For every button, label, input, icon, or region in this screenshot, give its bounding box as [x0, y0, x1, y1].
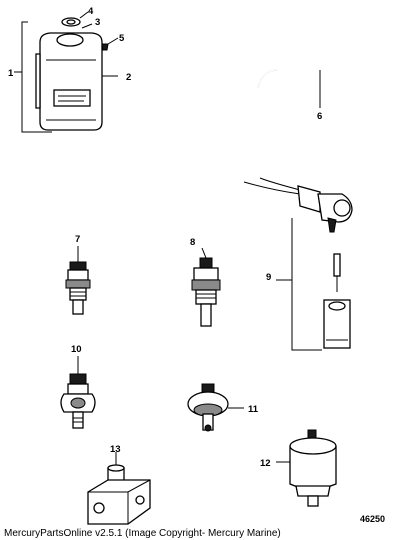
reservoir-tank-assembly: 1 2 3 4 5 — [8, 6, 131, 133]
callout-10: 10 — [71, 344, 82, 355]
copyright-footer: MercuryPartsOnline v2.5.1 (Image Copyrig… — [4, 528, 281, 539]
callout-2: 2 — [126, 72, 131, 83]
callout-13: 13 — [110, 444, 121, 455]
switch-round: 11 — [187, 383, 259, 432]
callout-5: 5 — [119, 33, 125, 44]
callout-8: 8 — [190, 237, 195, 248]
pressure-switch: 10 — [60, 344, 96, 429]
callout-9: 9 — [266, 272, 271, 283]
callout-12: 12 — [260, 458, 271, 469]
callout-6: 6 — [317, 111, 322, 122]
diagram-number: 46250 — [360, 514, 386, 524]
callout-3: 3 — [95, 17, 100, 28]
callout-11: 11 — [248, 404, 259, 415]
oil-pressure-sender: 12 — [260, 429, 337, 507]
sender-assembly: 9 — [243, 177, 353, 351]
switch-block: 13 — [87, 444, 151, 525]
hose: 6 — [257, 69, 360, 122]
temperature-switch: 7 — [65, 234, 91, 315]
callout-4: 4 — [88, 6, 94, 17]
callout-1: 1 — [8, 68, 14, 79]
callout-7: 7 — [75, 234, 80, 245]
temperature-sender: 8 — [190, 237, 221, 327]
